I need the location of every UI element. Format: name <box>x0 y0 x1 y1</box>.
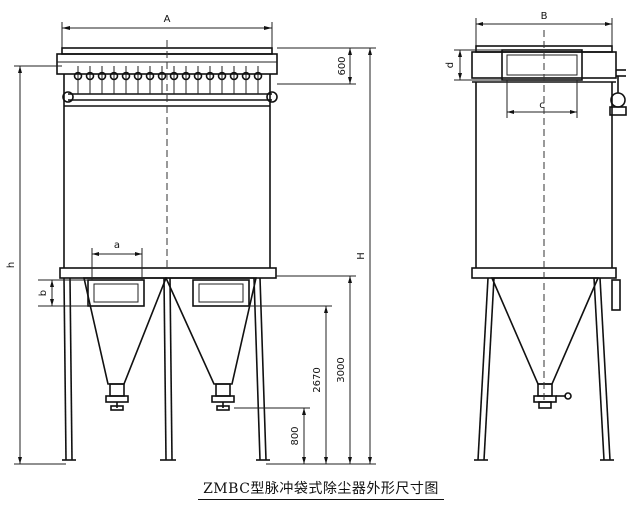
nozzle <box>133 71 143 81</box>
caption-underline <box>198 499 444 500</box>
dim-800-label: 800 <box>290 426 301 445</box>
front-view: A <box>6 14 376 465</box>
valve-left <box>105 383 129 411</box>
dim-B-label: B <box>541 11 548 22</box>
legs-front <box>62 277 270 461</box>
nozzle <box>217 71 227 81</box>
legs-side <box>474 277 614 461</box>
nozzle <box>241 71 251 81</box>
dim-c-label: c <box>539 100 545 111</box>
nozzle <box>169 71 179 81</box>
side-hopper <box>490 277 600 385</box>
nozzle <box>193 71 203 81</box>
dim-a: a <box>91 240 143 280</box>
dim-2670-label: 2670 <box>312 367 323 392</box>
dim-H: H <box>266 47 376 465</box>
dim-A: A <box>61 14 273 48</box>
dim-a-label: a <box>114 240 120 251</box>
side-access-door <box>501 49 583 81</box>
nozzle <box>181 71 191 81</box>
nozzle <box>145 71 155 81</box>
hopper-left <box>82 277 168 385</box>
nozzle <box>109 71 119 81</box>
dim-h-label: h <box>6 262 17 268</box>
drawing-caption: ZMBC型脉冲袋式除尘器外形尺寸图 <box>203 481 439 497</box>
side-valve <box>533 383 572 409</box>
nozzle <box>229 71 239 81</box>
dim-b-label: b <box>38 290 49 296</box>
dim-h: h <box>6 65 66 465</box>
dim-600: 600 <box>277 47 356 85</box>
nozzle <box>85 71 95 81</box>
nozzle <box>73 71 83 81</box>
valve-right <box>211 383 235 411</box>
dim-B: B <box>475 11 613 46</box>
nozzle <box>121 71 131 81</box>
side-inlet-flange <box>611 279 621 311</box>
nozzle <box>157 71 167 81</box>
dim-d: d <box>445 49 502 81</box>
side-view: B d c <box>445 11 627 461</box>
dim-H-label: H <box>356 252 367 260</box>
nozzle-row <box>73 66 263 94</box>
nozzle <box>253 71 263 81</box>
inlet-right <box>192 279 250 307</box>
dim-3000: 3000 <box>276 275 356 464</box>
dim-b: b <box>38 279 88 307</box>
nozzle <box>97 71 107 81</box>
dim-600-label: 600 <box>337 56 348 75</box>
dim-3000-label: 3000 <box>336 357 347 382</box>
dim-c: c <box>506 80 578 118</box>
dim-800: 800 <box>234 407 310 464</box>
dim-d-label: d <box>445 62 456 68</box>
dim-2670: 2670 <box>249 305 332 464</box>
nozzle <box>205 71 215 81</box>
hopper-right <box>164 277 258 385</box>
pulse-valve <box>609 69 627 116</box>
dim-A-label: A <box>164 14 171 25</box>
